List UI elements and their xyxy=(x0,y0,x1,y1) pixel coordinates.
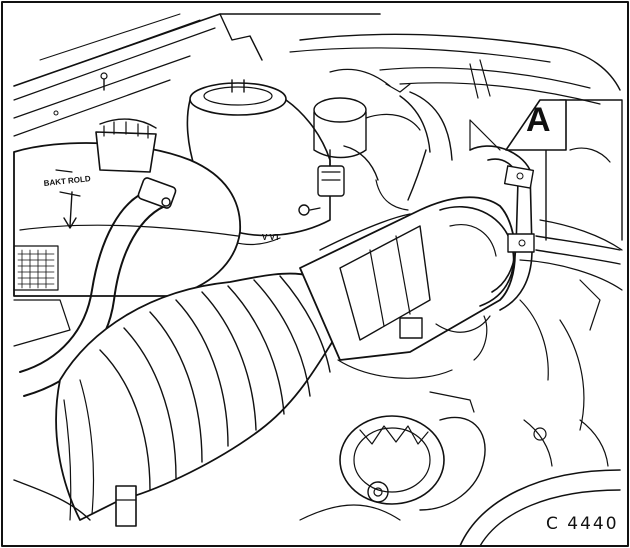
svg-text:V VT: V VT xyxy=(262,233,280,242)
coolant-expansion-tank: BAKT ROLD xyxy=(13,118,241,297)
wiring-harness xyxy=(375,91,585,431)
figure-code: C 4440 xyxy=(546,514,619,534)
hose-assembly-a xyxy=(469,99,621,311)
fan-pulley xyxy=(459,419,621,547)
alternator xyxy=(339,391,486,511)
washer-reservoir xyxy=(313,68,421,159)
fender-structure xyxy=(289,33,623,331)
lower-body-edge xyxy=(13,479,401,521)
air-flow-meter-housing xyxy=(299,196,516,379)
callout-a-marker xyxy=(505,99,567,151)
coolant-hose xyxy=(19,177,177,397)
hose-clip xyxy=(115,485,137,527)
temperature-sender xyxy=(298,145,379,216)
battery-grille xyxy=(13,245,71,347)
hood-panel xyxy=(13,13,381,137)
callout-label-a: A xyxy=(526,101,551,139)
air-intake-bellows xyxy=(55,272,341,521)
